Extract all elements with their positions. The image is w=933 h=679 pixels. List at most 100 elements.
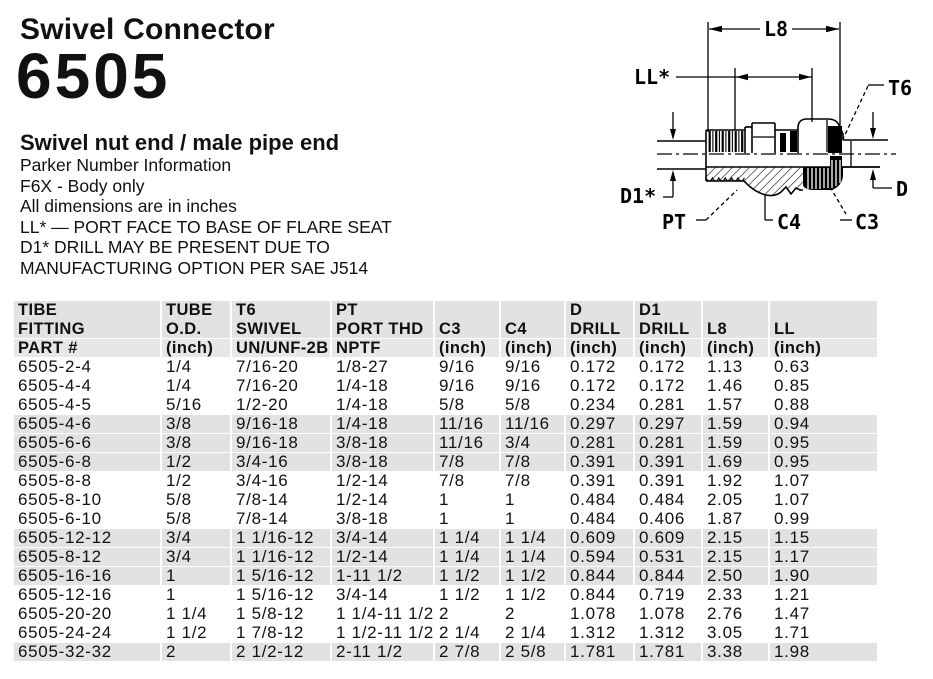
column-header-line2: LL (774, 319, 795, 338)
table-cell: 1.87 (701, 509, 768, 528)
table-cell: 9/16 (433, 376, 499, 395)
table-cell: 1/2-14 (330, 490, 433, 509)
table-cell: 6505-12-16 (14, 585, 160, 604)
info-line: Parker Number Information (20, 155, 232, 175)
table-cell: 1.13 (701, 357, 768, 376)
table-cell: 1.92 (701, 471, 768, 490)
table-cell: 6505-32-32 (14, 642, 160, 661)
table-cell: 1/2-14 (330, 471, 433, 490)
table-cell: 1 1/4-11 1/2 (330, 604, 433, 623)
table-cell: 1 1/2-11 1/2 (330, 623, 433, 642)
table-cell: 2 (160, 642, 230, 661)
table-cell: 1-11 1/2 (330, 566, 433, 585)
dimension-d: D (870, 112, 908, 201)
table-cell: 3.05 (701, 623, 768, 642)
column-header-line1: TIBE (18, 301, 58, 319)
dim-label-c3: C3 (855, 210, 879, 234)
table-cell: 2 (433, 604, 499, 623)
table-cell: 1.59 (701, 433, 768, 452)
fitting-body (705, 118, 880, 197)
leader-c4: C4 (764, 194, 801, 234)
table-cell: 1 7/8-12 (230, 623, 330, 642)
table-cell: 5/8 (433, 395, 499, 414)
table-cell: 1/2-14 (330, 547, 433, 566)
table-cell: 1 1/2 (160, 623, 230, 642)
dim-label-d: D (896, 177, 908, 201)
table-cell: 5/8 (160, 490, 230, 509)
table-cell: 1.15 (768, 528, 877, 547)
info-line: F6X - Body only (20, 175, 145, 196)
table-cell: 1/4-18 (330, 376, 433, 395)
table-cell: 0.844 (564, 585, 633, 604)
table-cell: 1/2-20 (230, 395, 330, 414)
table-cell: 1 1/2 (433, 585, 499, 604)
info-block: Parker Number Information F6X - Body onl… (20, 155, 392, 278)
table-cell: 1/4-18 (330, 395, 433, 414)
table-cell: 2.33 (701, 585, 768, 604)
table-cell: 11/16 (433, 433, 499, 452)
table-cell: 2 1/4 (433, 623, 499, 642)
column-header: C3 (433, 301, 499, 339)
dimension-ll: LL* (634, 65, 813, 130)
table-cell: 6505-2-4 (14, 357, 160, 376)
table-cell: 1 5/16-12 (230, 585, 330, 604)
table-cell: 6505-8-10 (14, 490, 160, 509)
subtitle: Swivel nut end / male pipe end (20, 130, 340, 155)
table-cell: 7/8 (433, 471, 499, 490)
column-header-line1: PT (336, 301, 358, 319)
table-cell: 1.07 (768, 471, 877, 490)
table-cell: 0.172 (633, 376, 701, 395)
table-cell: 0.297 (564, 414, 633, 433)
table-cell: 2.15 (701, 528, 768, 547)
column-header-line1: D1 (639, 301, 661, 319)
table-cell: 0.391 (633, 471, 701, 490)
column-header-line2: DRILL (570, 319, 621, 338)
table-cell: 1 1/2 (433, 566, 499, 585)
table-cell: 5/8 (499, 395, 564, 414)
table-cell: 6505-4-5 (14, 395, 160, 414)
dim-label-d1: D1* (620, 184, 656, 208)
table-cell: 0.172 (633, 357, 701, 376)
table-cell: 2.15 (701, 547, 768, 566)
table-cell: 6505-16-16 (14, 566, 160, 585)
table-cell: 0.844 (633, 566, 701, 585)
table-cell: 0.719 (633, 585, 701, 604)
table-cell: 0.484 (564, 509, 633, 528)
column-header-units: (inch) (564, 339, 633, 357)
column-header-units: NPTF (330, 339, 433, 357)
info-line: D1* DRILL MAY BE PRESENT DUE TO (20, 237, 330, 257)
table-cell: 1.57 (701, 395, 768, 414)
dimension-l8: L8 (707, 17, 841, 137)
table-cell: 1.59 (701, 414, 768, 433)
table-cell: 1.69 (701, 452, 768, 471)
table-cell: 6505-12-12 (14, 528, 160, 547)
column-header-line2: PORT THD (336, 319, 424, 338)
column-header-units: (inch) (499, 339, 564, 357)
column-header-line1 (774, 301, 877, 320)
table-cell: 1/8-27 (330, 357, 433, 376)
column-header-line2: FITTING (18, 319, 85, 338)
model-number: 6505 (16, 40, 171, 112)
table-cell: 0.85 (768, 376, 877, 395)
table-cell: 1.781 (564, 642, 633, 661)
table-cell: 7/8 (499, 452, 564, 471)
table-cell: 2-11 1/2 (330, 642, 433, 661)
dim-label-c4: C4 (777, 210, 801, 234)
table-cell: 6505-8-8 (14, 471, 160, 490)
table-cell: 2 5/8 (499, 642, 564, 661)
table-cell: 3/8-18 (330, 509, 433, 528)
table-cell: 3/4 (160, 528, 230, 547)
table-cell: 1 1/4 (499, 528, 564, 547)
table-cell: 0.95 (768, 452, 877, 471)
